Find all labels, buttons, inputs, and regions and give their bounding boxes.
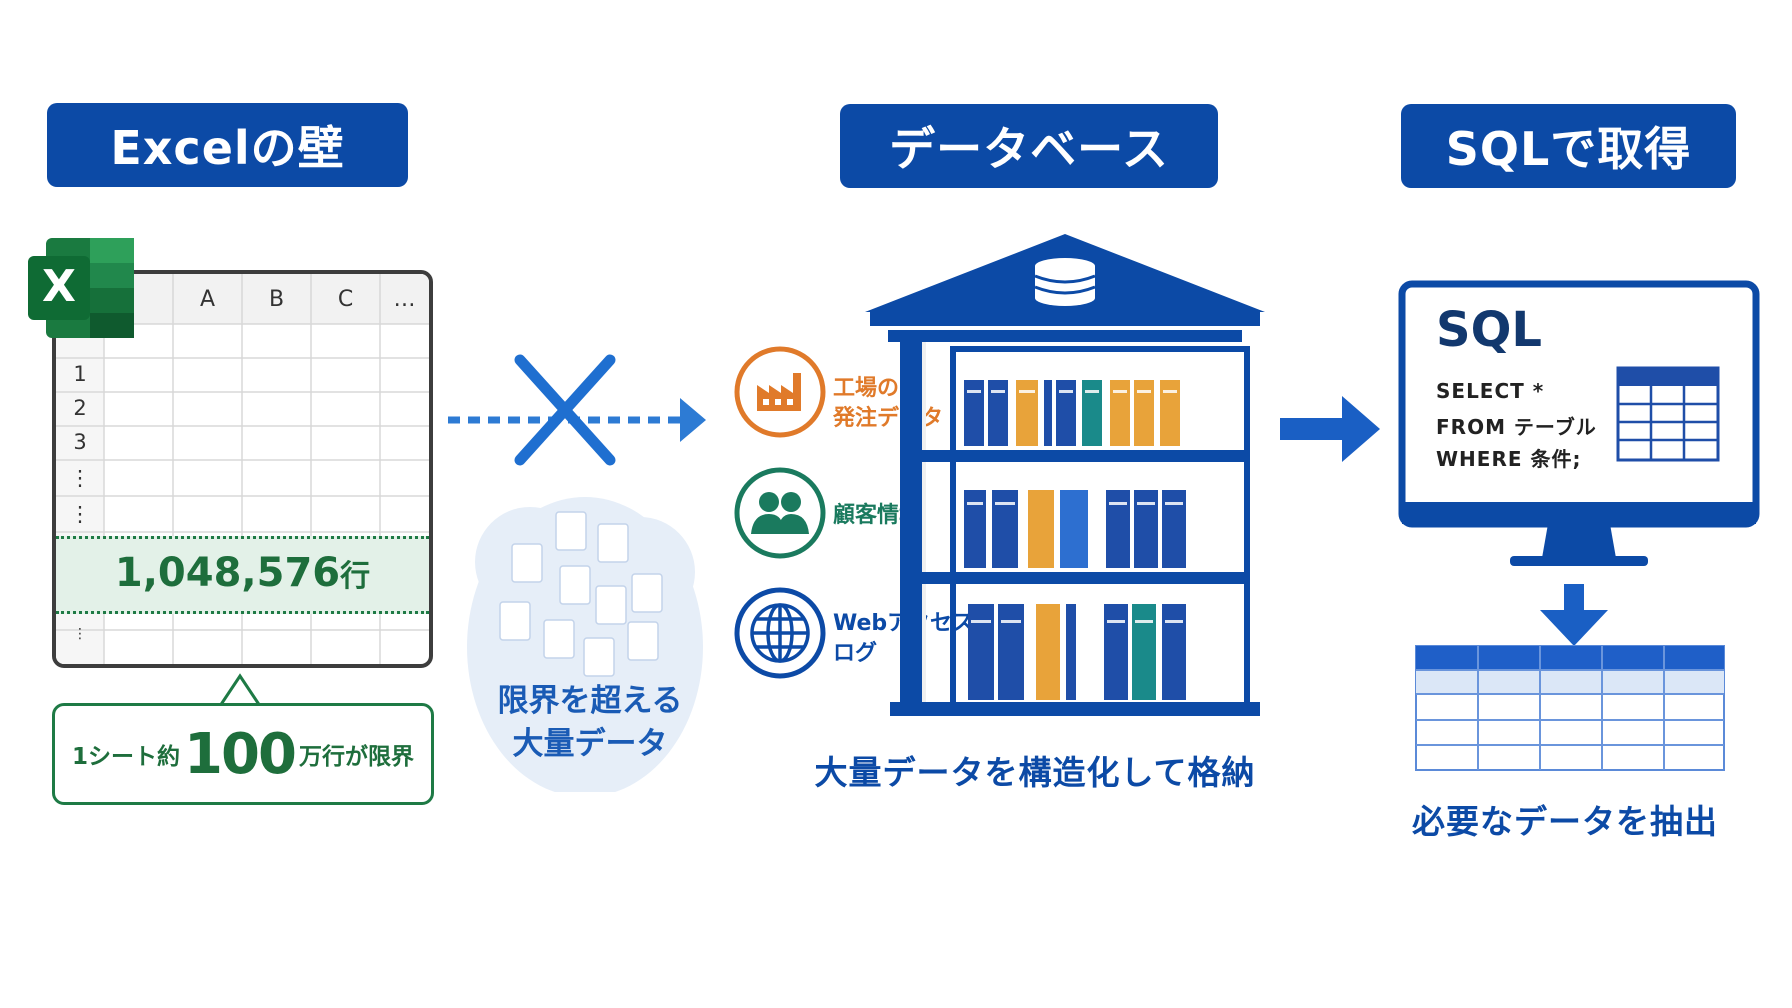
users-icon [734, 467, 826, 559]
source-factory-line1: 工場の [833, 376, 900, 401]
document-cloud [467, 497, 703, 792]
max-row-number: 1,048,576 [114, 550, 341, 596]
result-table [1415, 645, 1725, 771]
max-row-count: 1,048,576行 [56, 550, 429, 596]
database-building [865, 234, 1265, 716]
document-icon [499, 601, 531, 641]
document-icon [543, 619, 575, 659]
shelf-books-middle [964, 490, 1186, 568]
excel-logo-letter: X [42, 261, 76, 312]
max-row-band [56, 536, 429, 614]
row-number: 3 [73, 430, 87, 454]
shelf-books-bottom [968, 604, 1186, 700]
sql-title: SQL [1436, 302, 1542, 358]
limit-suffix: 万行が限界 [298, 744, 414, 770]
document-icon [583, 637, 615, 677]
document-icon [511, 543, 543, 583]
overflow-label: 限界を超える 大量データ [470, 680, 710, 766]
column-header-c: C [337, 286, 354, 312]
sql-select-line: SELECT * [1436, 379, 1545, 403]
document-icon [627, 621, 659, 661]
arrow-right-icon [1280, 396, 1380, 462]
document-icon [555, 511, 587, 551]
table-icon [1616, 366, 1720, 462]
column-header-a: A [199, 286, 216, 312]
header-excel: Excelの壁 [47, 103, 408, 187]
shelf-books-top [964, 380, 1180, 446]
document-icon [559, 565, 591, 605]
column-header-more: … [393, 286, 416, 312]
arrow-down-icon [1540, 584, 1608, 646]
globe-icon [734, 587, 826, 679]
max-row-unit: 行 [340, 559, 371, 594]
limit-prefix: 1シート約 [72, 744, 181, 770]
header-sql: SQLで取得 [1401, 104, 1736, 188]
row-ellipsis: ⋮ [69, 502, 91, 526]
factory-icon [734, 346, 826, 438]
row-ellipsis: ⋮ [73, 626, 87, 642]
column-header-b: B [268, 286, 285, 312]
row-ellipsis: ⋮ [69, 466, 91, 490]
document-icon [631, 573, 663, 613]
header-database: データベース [840, 104, 1218, 188]
overflow-line2: 大量データ [512, 726, 668, 762]
excel-logo-icon: X [28, 238, 134, 338]
monitor [1398, 280, 1760, 566]
blocked-arrow [448, 354, 706, 466]
document-icon [595, 585, 627, 625]
row-number: 1 [73, 362, 87, 386]
document-icon [597, 523, 629, 563]
row-number: 2 [73, 396, 87, 420]
database-cylinder-icon [1034, 258, 1096, 306]
database-caption: 大量データを構造化して格納 [814, 753, 1256, 792]
limit-number: 100 [184, 721, 297, 787]
cross-icon [514, 354, 616, 466]
result-caption: 必要なデータを抽出 [1412, 802, 1718, 841]
sql-from-line: FROM テーブル [1436, 415, 1597, 439]
overflow-line1: 限界を超える [497, 683, 683, 719]
source-weblog-line2: ログ [833, 641, 878, 666]
sql-where-line: WHERE 条件; [1436, 447, 1582, 471]
